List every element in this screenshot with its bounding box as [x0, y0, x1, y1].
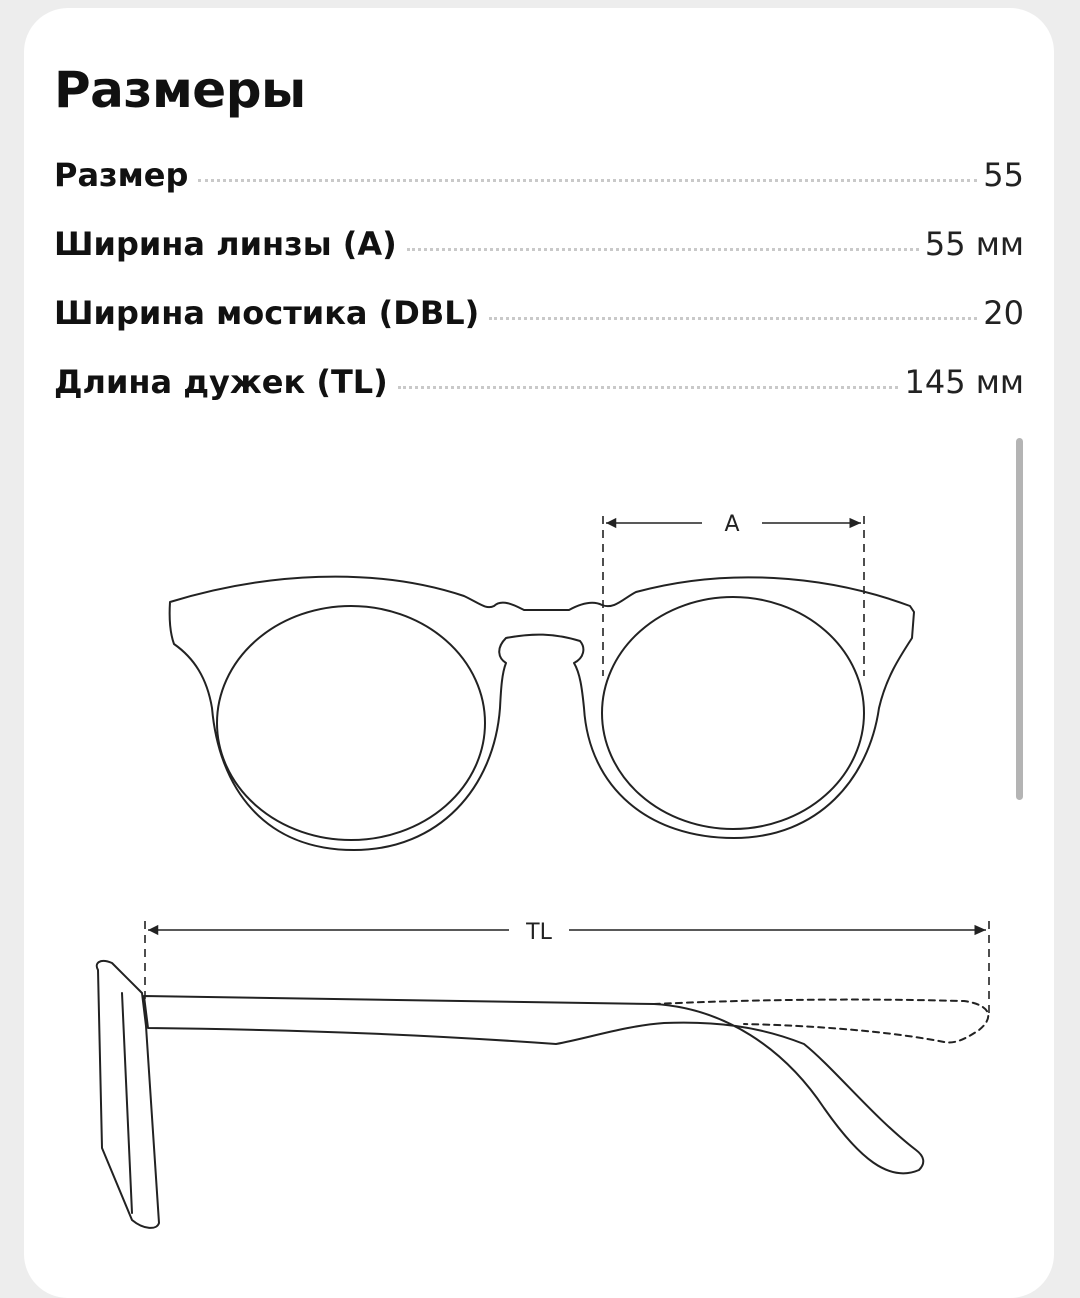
dotted-leader: [406, 248, 919, 251]
glasses-front-view: [168, 575, 915, 851]
spec-value: 20: [983, 294, 1024, 332]
glasses-side-view: [95, 960, 990, 1229]
temple-arm-dashed-tip: [653, 998, 990, 1044]
temple-length-dimension: [144, 921, 990, 1018]
temple-arm: [143, 995, 925, 1175]
specs-list: Размер 55 Ширина линзы (A) 55 мм Ширина …: [54, 156, 1024, 432]
spec-row-lens-width: Ширина линзы (A) 55 мм: [54, 225, 1024, 294]
lens-width-marker: A: [724, 512, 739, 537]
spec-row-bridge-width: Ширина мостика (DBL) 20: [54, 294, 1024, 363]
spec-label: Ширина мостика (DBL): [54, 294, 480, 332]
scrollbar[interactable]: [1016, 438, 1023, 800]
spec-value: 145 мм: [904, 363, 1024, 401]
spec-label: Размер: [54, 156, 189, 194]
temple-length-marker: TL: [525, 920, 552, 945]
lens-width-dimension: [602, 516, 865, 676]
right-lens: [601, 596, 865, 830]
dotted-leader: [397, 386, 899, 389]
spec-value: 55: [983, 156, 1024, 194]
spec-row-temple-length: Длина дужек (TL) 145 мм: [54, 363, 1024, 432]
section-title: Размеры: [54, 61, 306, 119]
dotted-leader: [489, 317, 978, 320]
front-frame-side-inner: [121, 992, 133, 1214]
frame-outline: [168, 575, 915, 851]
dotted-leader: [198, 179, 978, 182]
sizes-card: Размеры Размер 55 Ширина линзы (A) 55 мм…: [24, 8, 1054, 1298]
spec-value: 55 мм: [924, 225, 1024, 263]
glasses-size-diagram: A TL: [95, 512, 990, 1229]
front-frame-side: [95, 960, 160, 1229]
spec-label: Ширина линзы (A): [54, 225, 397, 263]
spec-row-size: Размер 55: [54, 156, 1024, 225]
spec-label: Длина дужек (TL): [54, 363, 388, 401]
left-lens: [216, 605, 486, 841]
